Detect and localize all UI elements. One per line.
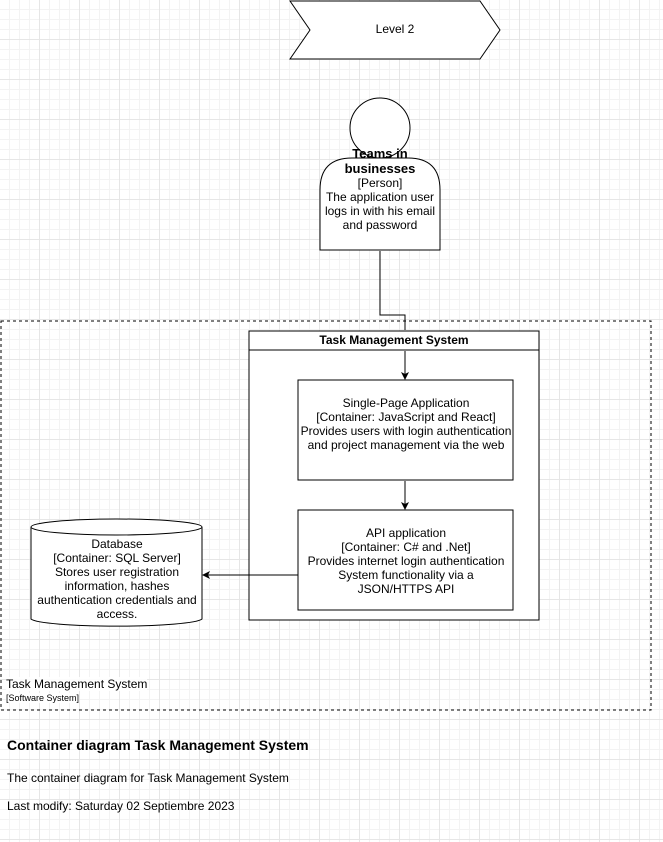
person-description: The application user logs in with his em… [324, 190, 436, 232]
database-label: Database [Container: SQL Server] Stores … [32, 537, 202, 621]
person-head [349, 97, 411, 159]
diagram-description: The container diagram for Task Managemen… [7, 771, 289, 785]
person-type: [Person] [357, 176, 403, 190]
diagram-title: Container diagram Task Management System [7, 737, 309, 753]
spa-label: Single-Page Application [Container: Java… [300, 396, 512, 452]
api-box[interactable] [297, 509, 514, 611]
spa-description: Provides users with login authentication… [300, 424, 512, 452]
spa-box[interactable] [297, 379, 514, 481]
system-container-title: Task Management System [319, 333, 469, 347]
api-description: Provides internet login authentication S… [307, 554, 505, 596]
api-name: API application [365, 526, 447, 540]
last-modified: Last modify: Saturday 02 Septiembre 2023 [7, 799, 235, 813]
spa-technology: [Container: JavaScript and React] [316, 410, 496, 424]
person-body [319, 157, 441, 251]
database-technology: [Container: SQL Server] [53, 551, 181, 565]
person-connector[interactable] [379, 251, 406, 330]
database-cylinder[interactable] [30, 518, 203, 627]
boundary-type: [Software System] [6, 693, 80, 703]
database-description: Stores user registration information, ha… [37, 565, 197, 621]
spa-name: Single-Page Application [342, 396, 470, 410]
person-name: Teams in businesses [344, 146, 416, 176]
database-name: Database [91, 537, 143, 551]
level-label: Level 2 [375, 22, 415, 36]
level-shape[interactable] [289, 0, 501, 60]
person-shape[interactable] [319, 97, 441, 251]
boundary-name: Task Management System [6, 677, 148, 691]
system-boundary[interactable] [0, 320, 652, 711]
api-label: API application [Container: C# and .Net]… [300, 526, 512, 596]
person-label: Teams in businesses [Person] The applica… [320, 146, 440, 232]
api-technology: [Container: C# and .Net] [341, 540, 471, 554]
